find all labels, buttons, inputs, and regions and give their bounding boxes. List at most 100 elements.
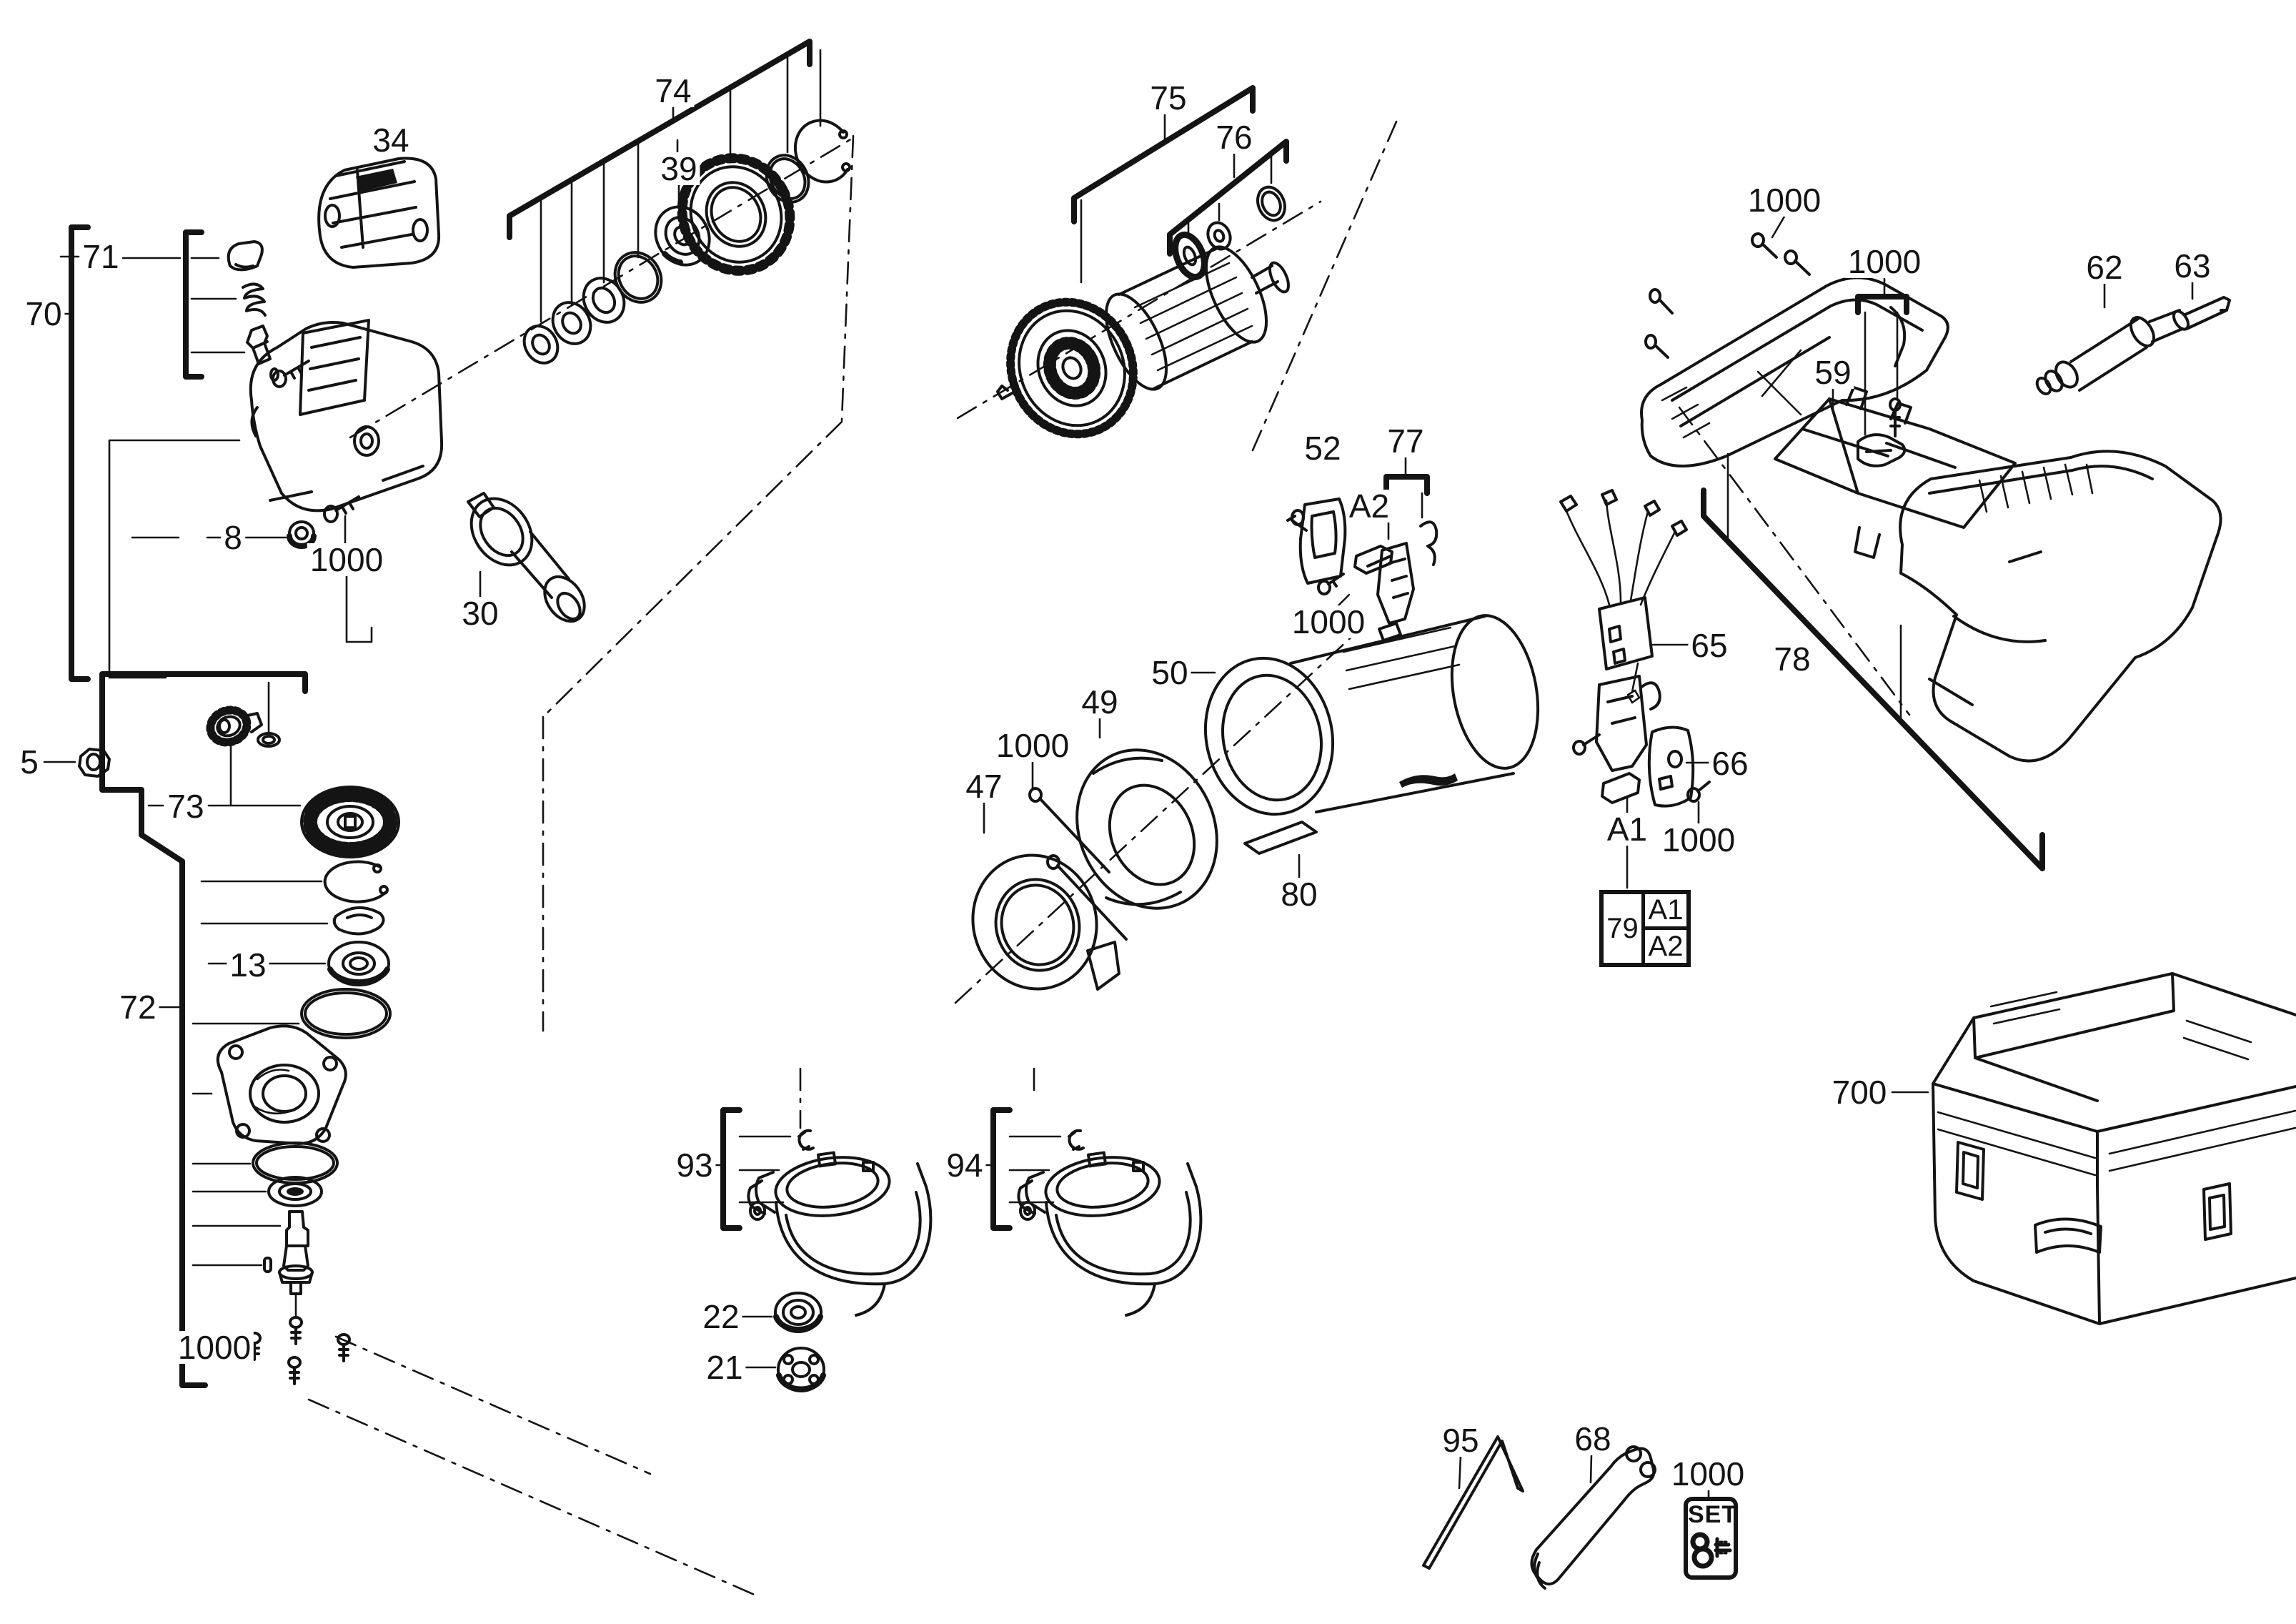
ring-washer-73: [257, 732, 281, 748]
part-label-73-27: 73: [164, 790, 207, 823]
crown-gear-73-part: [300, 786, 400, 858]
part-label-1000-16: 1000: [307, 543, 387, 576]
bracket-72: [99, 671, 308, 1388]
part-label-1000-6: 1000: [1844, 245, 1924, 278]
spanner-wrench-68-part: [1530, 1445, 1656, 1590]
cover-screw-1000: [1686, 781, 1711, 825]
handle-screws-1000-top: [1644, 215, 1811, 359]
washer-stack-74: [522, 251, 663, 365]
head-screws-1000-bracket: [344, 515, 373, 643]
o-ring-74-part: [765, 154, 810, 204]
part-label-50-21: 50: [1148, 656, 1191, 689]
field-baffle-49-part: [1075, 716, 1218, 910]
ref-table-cell-a2: A2: [1648, 930, 1684, 962]
gearcase-housing-part: [249, 319, 444, 513]
carrying-case-700-part: [1891, 972, 2296, 1325]
part-label-5-24: 5: [17, 746, 41, 778]
ref-table-cell-a1: A1: [1645, 894, 1686, 930]
spring-part: [242, 282, 267, 317]
part-label-21-38: 21: [703, 1351, 746, 1384]
part-label-52-12: 52: [1301, 432, 1344, 465]
wire-module-65-part: [1559, 489, 1692, 704]
handle-top-half-part: [1640, 276, 1949, 467]
part-label-49-22: 49: [1078, 685, 1121, 718]
housing-screw-lower: [323, 495, 360, 523]
part-label-66-25: 66: [1709, 747, 1751, 780]
part-label-1000-29: 1000: [1659, 823, 1739, 856]
part-label-1000-18: 1000: [1288, 605, 1368, 638]
part-label-78-20: 78: [1771, 643, 1814, 675]
bearing-13-part: [207, 941, 390, 986]
head-group-leader: [108, 439, 241, 679]
part-label-47-26: 47: [963, 770, 1005, 803]
part-label-1000-5: 1000: [1744, 184, 1824, 217]
seal-washer-72: [192, 1176, 323, 1207]
bracket-71: [59, 229, 246, 380]
part-label-62-7: 62: [2083, 251, 2126, 284]
part-label-77-13: 77: [1384, 425, 1427, 457]
nut-5-part: [43, 748, 111, 778]
motor-housing-50-part: [1186, 614, 1540, 816]
o-rings-and-screw-icon: [1690, 1532, 1732, 1569]
cord-protector-62-part: [2035, 282, 2190, 396]
pinion-73-part: [147, 681, 302, 807]
lock-nut-21-part: [735, 1347, 826, 1392]
motor-cap-34-part: [317, 157, 441, 269]
bracket-70: [61, 224, 91, 682]
brush-plate-52-part: [1286, 497, 1347, 585]
brush-screw-1000-left: [1317, 573, 1351, 610]
bearing-flange-72-part: [192, 1024, 347, 1145]
housing-screw-upper: [269, 360, 310, 388]
part-label-A1-28: A1: [1604, 813, 1651, 846]
bearing-8-part: [131, 520, 317, 549]
spindle-72-part: [192, 1210, 314, 1295]
part-label-34-1: 34: [369, 124, 412, 157]
key-72-part: [263, 1257, 272, 1273]
snap-ring-72: [200, 860, 389, 903]
armature-75-part: [996, 245, 1290, 439]
part-label-1000-23: 1000: [993, 729, 1073, 762]
part-label-94-35: 94: [943, 1149, 986, 1182]
snap-ring-74-part: [793, 119, 851, 184]
set-kit-box: SET: [1684, 1497, 1738, 1580]
o-ring-72-upper: [192, 988, 392, 1039]
part-label-70-11: 70: [22, 297, 65, 330]
air-deflector-47-part: [971, 801, 1120, 991]
part-label-95-39: 95: [1439, 1424, 1482, 1457]
part-label-1000-37: 1000: [174, 1331, 254, 1364]
part-label-A2-14: A2: [1346, 490, 1393, 523]
bracket-75: [1071, 85, 1256, 284]
switch-59-part: [1774, 386, 2017, 559]
guard-group-94: [978, 1110, 1201, 1315]
field-screws-1000: [1028, 760, 1128, 941]
part-label-59-9: 59: [1812, 356, 1854, 389]
part-label-68-40: 68: [1571, 1422, 1614, 1455]
lock-button-part: [227, 240, 264, 272]
part-label-63-8: 63: [2171, 249, 2214, 282]
label-80-sticker: [1243, 821, 1318, 881]
part-label-93-34: 93: [673, 1149, 716, 1182]
part-label-13-31: 13: [227, 949, 269, 981]
side-handle-30-part: [467, 492, 586, 623]
brand-logo-script: [1399, 773, 1458, 788]
set-kit-label: SET: [1688, 1501, 1738, 1528]
part-label-80-30: 80: [1278, 878, 1321, 911]
part-label-1000-41: 1000: [1668, 1457, 1748, 1490]
bracket-74: [507, 39, 822, 323]
guard-group-93: [707, 1110, 930, 1315]
bearing-kit-76-parts: [1172, 185, 1286, 281]
brush-holder-77-part: [1376, 520, 1438, 625]
bracket-76: [1167, 139, 1289, 257]
part-label-22-36: 22: [700, 1300, 742, 1333]
part-label-76-4: 76: [1213, 121, 1256, 154]
part-label-72-32: 72: [116, 991, 159, 1024]
part-label-75-3: 75: [1147, 81, 1190, 114]
part-label-71-10: 71: [79, 240, 122, 273]
ref-table-79: 79 A1 A2: [1599, 890, 1691, 967]
cord-63-part: [2184, 280, 2231, 330]
pin-part: [246, 325, 272, 365]
brush-assembly-A1-part: [1572, 675, 1661, 889]
brush-cover-66-part: [1647, 726, 1715, 808]
